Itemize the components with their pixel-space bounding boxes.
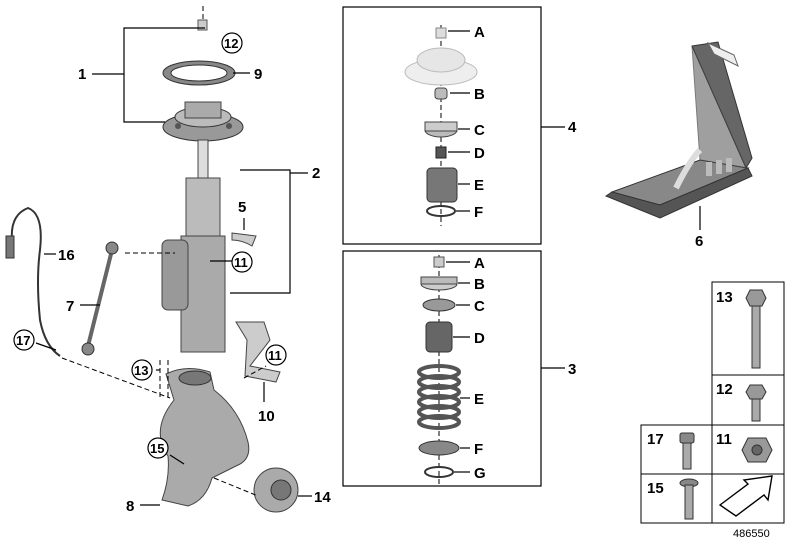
figure-number: 486550 (733, 528, 770, 540)
label-14: 14 (314, 489, 331, 506)
box3-label-E: E (474, 391, 484, 408)
box4-label-D: D (474, 145, 485, 162)
label-1: 1 (78, 66, 86, 83)
label-12: 12 (224, 36, 238, 51)
hw-label-11: 11 (716, 431, 732, 448)
hardware-table (640, 281, 785, 524)
label-15: 15 (150, 441, 164, 456)
label-10: 10 (258, 408, 275, 425)
label-11-lower: 11 (268, 348, 282, 363)
box-4-parts (404, 25, 478, 226)
box3-label-A: A (474, 255, 485, 272)
label-16: 16 (58, 247, 75, 264)
label-6: 6 (695, 233, 703, 250)
box3-label-F: F (474, 441, 483, 458)
box3-label-G: G (474, 465, 486, 482)
hw-label-12: 12 (716, 381, 733, 398)
hw-label-17: 17 (647, 431, 664, 448)
label-2: 2 (312, 165, 320, 182)
label-11-upper: 11 (234, 255, 248, 270)
tool-case (604, 41, 753, 230)
box3-label-C: C (474, 298, 485, 315)
box3-label-B: B (474, 276, 485, 293)
box4-label-C: C (474, 122, 485, 139)
label-3: 3 (568, 361, 576, 378)
label-8: 8 (126, 498, 134, 515)
hw-label-13: 13 (716, 289, 733, 306)
label-5: 5 (238, 199, 246, 216)
label-17: 17 (16, 333, 30, 348)
box4-label-B: B (474, 86, 485, 103)
box-3-parts (417, 255, 470, 484)
strut-assembly (5, 6, 312, 513)
label-7: 7 (66, 298, 74, 315)
box4-label-E: E (474, 177, 484, 194)
label-4: 4 (568, 119, 577, 136)
box4-label-F: F (474, 204, 483, 221)
hw-label-15: 15 (647, 480, 664, 497)
box4-label-A: A (474, 24, 485, 41)
label-9: 9 (254, 66, 262, 83)
box3-label-D: D (474, 330, 485, 347)
label-13: 13 (134, 363, 148, 378)
